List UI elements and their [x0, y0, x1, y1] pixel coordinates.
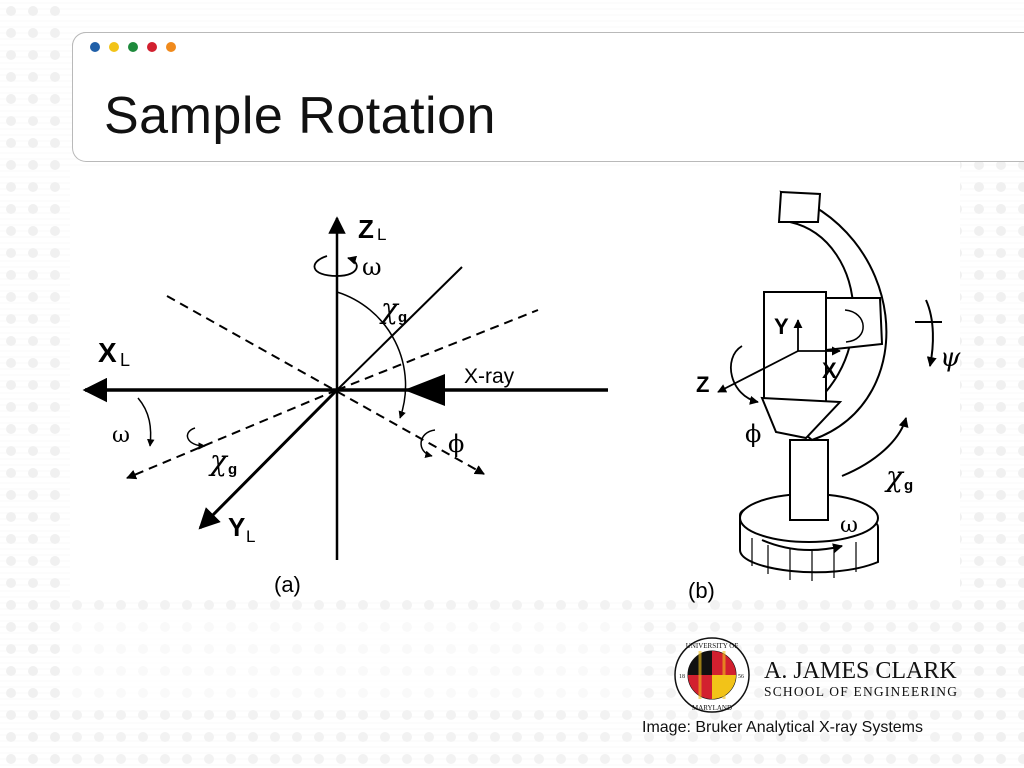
holder-curve	[844, 309, 864, 343]
outer-arc	[779, 190, 888, 442]
seal-bottom-text: MARYLAND	[692, 704, 732, 712]
seal-year-left: 18	[679, 674, 685, 680]
z-vector	[717, 350, 799, 393]
figure-b	[739, 190, 888, 581]
chi-label-b: χ	[884, 460, 905, 493]
accent-dot	[128, 42, 138, 52]
chi-rotation-arrow	[841, 417, 909, 477]
accent-dot	[90, 42, 100, 52]
diagonal-line	[336, 266, 463, 391]
chi-sub-small: g	[228, 461, 237, 478]
y-axis-sub: L	[246, 527, 255, 546]
dashed-axis-3	[336, 309, 539, 391]
title-frame	[72, 32, 1024, 162]
chi-label: χ	[379, 292, 400, 325]
accent-dot	[109, 42, 119, 52]
omega-label-x: ω	[112, 423, 130, 448]
logo-line-2: SCHOOL OF ENGINEERING	[764, 684, 958, 699]
post	[789, 439, 829, 521]
omega-rotation-arrow	[761, 539, 843, 554]
seal-year-right: 56	[738, 674, 744, 680]
phi-label-b: ϕ	[745, 420, 761, 448]
psi-label-b: ψ	[940, 343, 961, 373]
figure-b-vectors	[717, 299, 942, 554]
z-label-b: Z	[696, 372, 709, 397]
accent-dots	[90, 42, 176, 52]
logo-line-1: A. JAMES CLARK	[764, 658, 957, 684]
chi-label-small: χ	[208, 444, 229, 477]
y-label-b: Y	[774, 314, 789, 339]
phi-arc	[420, 429, 436, 458]
phi-label: ϕ	[448, 430, 464, 458]
dashed-axis-2	[126, 389, 338, 480]
xray-arrowhead	[404, 374, 445, 406]
y-axis-label: Y	[228, 512, 245, 542]
caption-b: (b)	[688, 578, 715, 603]
sample-holder	[825, 297, 884, 352]
arc-top-block	[777, 190, 822, 223]
xray-label: X-ray	[464, 365, 515, 388]
accent-dot	[147, 42, 157, 52]
image-credit: Image: Bruker Analytical X-ray Systems	[642, 719, 923, 736]
figure-a-labels: Z L ω X L χ g X-ray ω χ g ϕ Y L (a)	[98, 214, 515, 597]
omega-arc-x	[137, 397, 155, 447]
caption-a: (a)	[274, 572, 301, 597]
omega-arc-z	[313, 255, 358, 277]
chi-sub: g	[398, 309, 407, 326]
sample-plate	[763, 291, 827, 403]
phi-rotation-arrow	[730, 345, 759, 405]
y-axis-arrow	[198, 388, 339, 530]
omega-label-z: ω	[362, 253, 382, 281]
x-axis-sub: L	[120, 350, 130, 370]
figure-b-labels: Y X Z ϕ ψ χ g ω (b)	[688, 314, 961, 603]
dashed-axis-1	[166, 295, 485, 475]
seal-top-text: UNIVERSITY OF	[686, 642, 739, 650]
base-segments	[751, 538, 857, 581]
chi-arc-small	[186, 427, 206, 450]
z-axis-label: Z	[358, 214, 374, 244]
accent-dot	[166, 42, 176, 52]
psi-rotation-arrow	[925, 299, 937, 367]
chi-arc	[336, 291, 407, 419]
university-seal: UNIVERSITY OF MARYLAND 18 56	[674, 637, 750, 713]
figure-a	[82, 216, 608, 560]
x-label-b: X	[822, 358, 837, 383]
slide-title: Sample Rotation	[104, 87, 496, 145]
chi-sub-b: g	[904, 477, 913, 494]
x-axis-label: X	[98, 337, 117, 368]
z-axis-sub: L	[377, 225, 386, 244]
mount-block	[760, 396, 843, 440]
omega-label-b: ω	[840, 513, 858, 538]
